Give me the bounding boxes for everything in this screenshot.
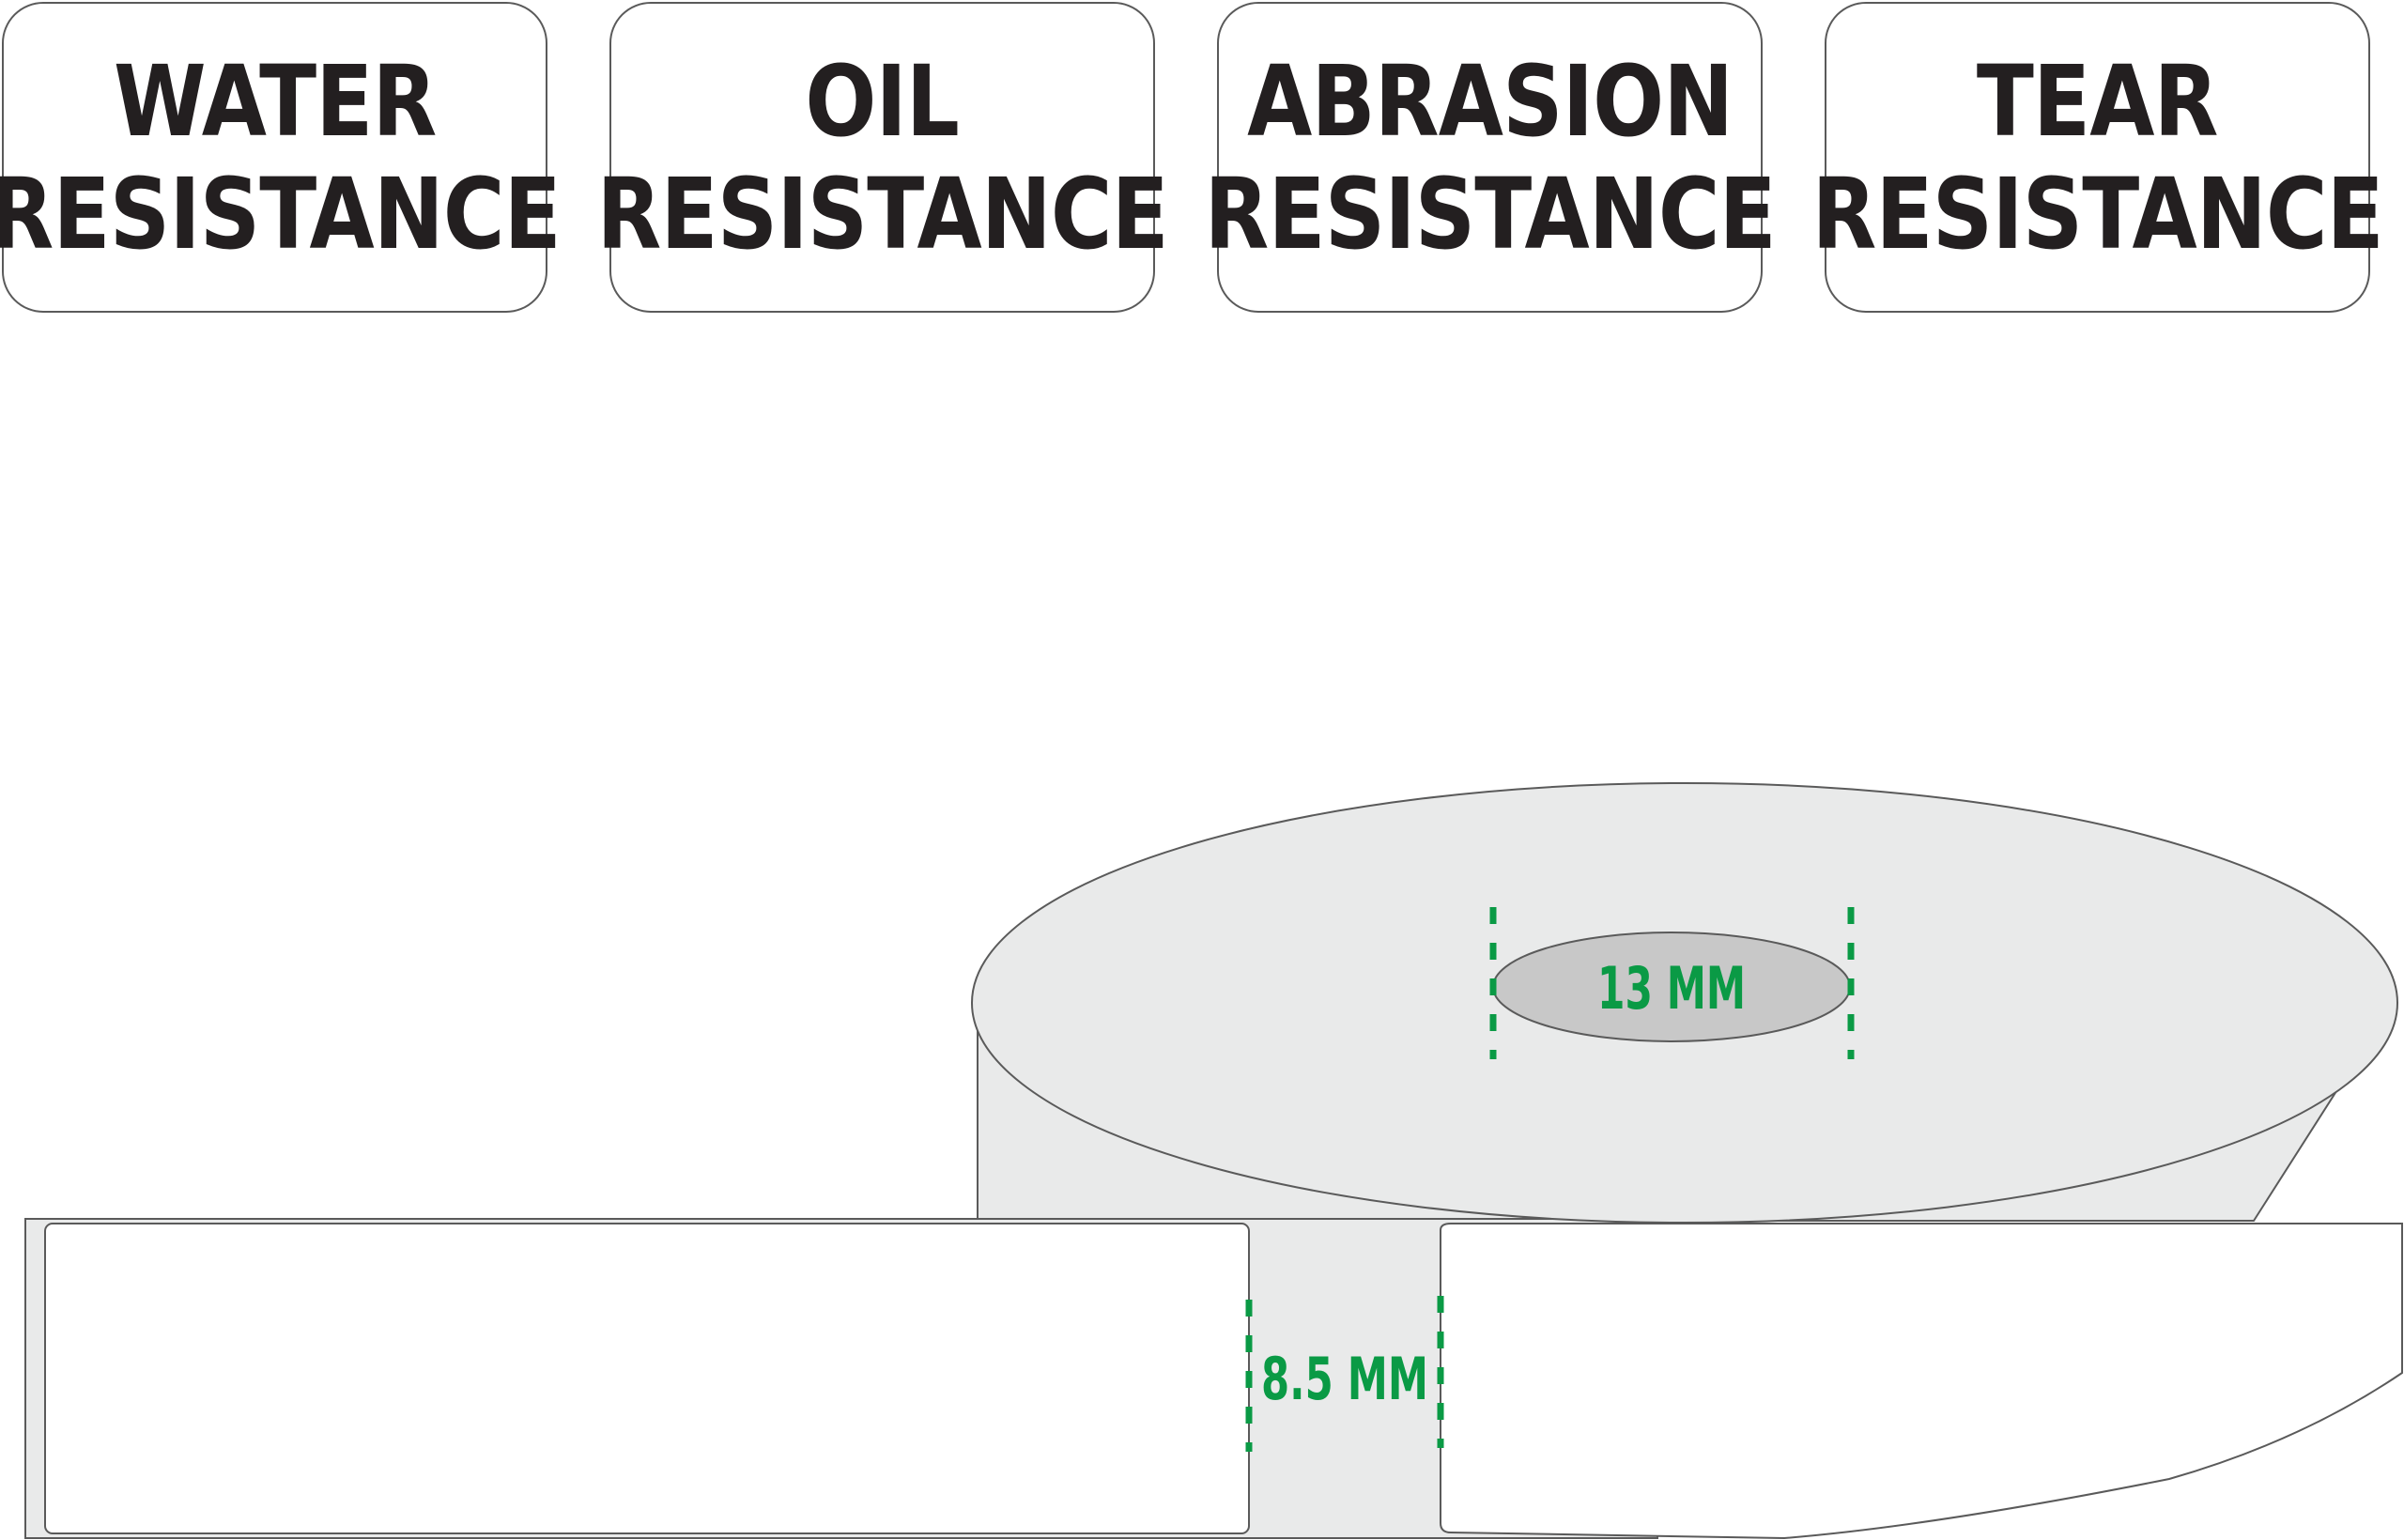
feature-title: OIL — [805, 43, 961, 159]
feature-subtitle: RESISTANCE — [1204, 156, 1776, 271]
feature-subtitle: RESISTANCE — [0, 156, 562, 271]
feature-card-tear: TEAR RESISTANCE — [1811, 2, 2384, 313]
label-gap-label: 8.5 MM — [1261, 1345, 1428, 1413]
feature-subtitle: RESISTANCE — [1811, 156, 2383, 271]
feature-card-abrasion: ABRASION RESISTANCE — [1204, 2, 1777, 313]
feature-title: ABRASION — [1246, 43, 1734, 159]
label-sticker — [44, 1223, 1250, 1534]
core-diameter-label: 13 MM — [1597, 954, 1746, 1023]
feature-title: TEAR — [1977, 43, 2219, 159]
feature-title: WATER — [113, 43, 437, 159]
feature-subtitle: RESISTANCE — [596, 156, 1168, 271]
feature-card-oil: OIL RESISTANCE — [596, 2, 1169, 313]
roll-label — [1440, 1223, 2403, 1540]
feature-card-water: WATER RESISTANCE — [0, 2, 562, 313]
